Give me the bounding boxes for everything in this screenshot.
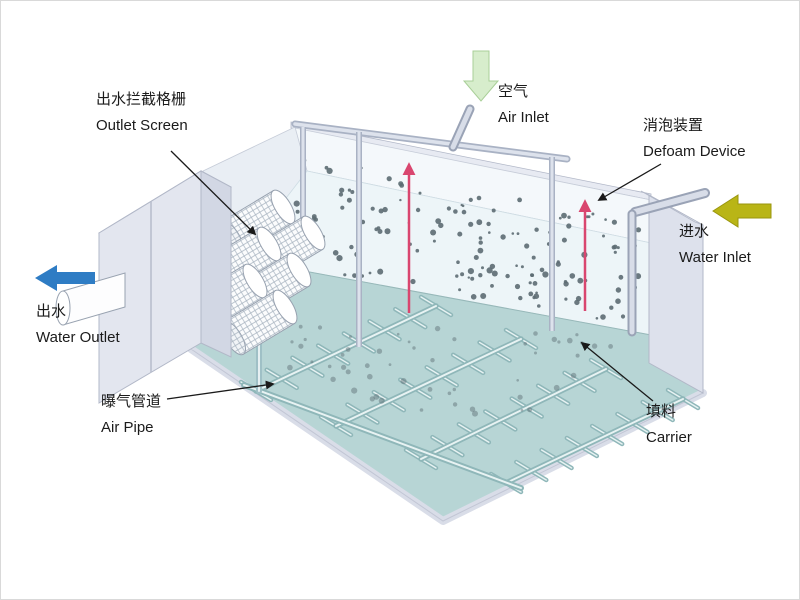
label-defoam-device-zh: 消泡装置 [643, 117, 704, 134]
label-water-inlet-en: Water Inlet [679, 249, 751, 266]
label-outlet-screen-zh: 出水拦截格栅 [96, 91, 187, 108]
label-defoam-device-en: Defoam Device [643, 143, 746, 160]
label-defoam-device: 消泡装置 Defoam Device [643, 113, 746, 165]
label-air-inlet: 空气 Air Inlet [498, 79, 549, 131]
label-air-pipe-zh: 曝气管道 [101, 393, 162, 410]
outlet-chamber-side [200, 170, 232, 358]
tank-front-rim-edge [190, 348, 704, 522]
defoam-spray-arrows [402, 162, 592, 313]
water-outlet-pipe [55, 272, 126, 326]
pointer-defoam-device [597, 163, 662, 201]
label-water-outlet-en: Water Outlet [36, 329, 120, 346]
water-outlet-arrow [35, 265, 95, 291]
air-inlet-pipe [448, 104, 475, 152]
label-air-inlet-en: Air Inlet [498, 109, 549, 126]
support-frame [291, 120, 571, 347]
label-water-inlet: 进水 Water Inlet [679, 219, 751, 271]
label-outlet-screen-en: Outlet Screen [96, 117, 188, 134]
label-air-pipe-en: Air Pipe [101, 419, 154, 436]
aeration-pipe-grid [238, 294, 701, 495]
water-inlet-arrow [712, 194, 772, 228]
pointer-air-pipe [166, 380, 275, 400]
label-water-outlet-zh: 出水 [36, 303, 67, 320]
label-outlet-screen: 出水拦截格栅 Outlet Screen [96, 87, 188, 139]
outlet-chamber [97, 170, 233, 404]
label-carrier-zh: 填料 [646, 403, 677, 420]
water-inlet-pipe [627, 188, 710, 337]
outlet-chamber-front [98, 170, 202, 404]
pointer-arrows [166, 150, 662, 402]
label-air-inlet-zh: 空气 [498, 83, 529, 100]
label-carrier-en: Carrier [646, 429, 692, 446]
pointer-outlet-screen [170, 150, 257, 236]
air-inlet-arrow [462, 50, 500, 102]
tank-right-wall-top [640, 190, 704, 226]
label-air-pipe: 曝气管道 Air Pipe [101, 389, 161, 441]
label-water-outlet: 出水 Water Outlet [36, 299, 120, 351]
label-water-inlet-zh: 进水 [679, 223, 710, 240]
label-carrier: 填料 Carrier [646, 399, 692, 451]
pointer-carrier [580, 341, 654, 402]
